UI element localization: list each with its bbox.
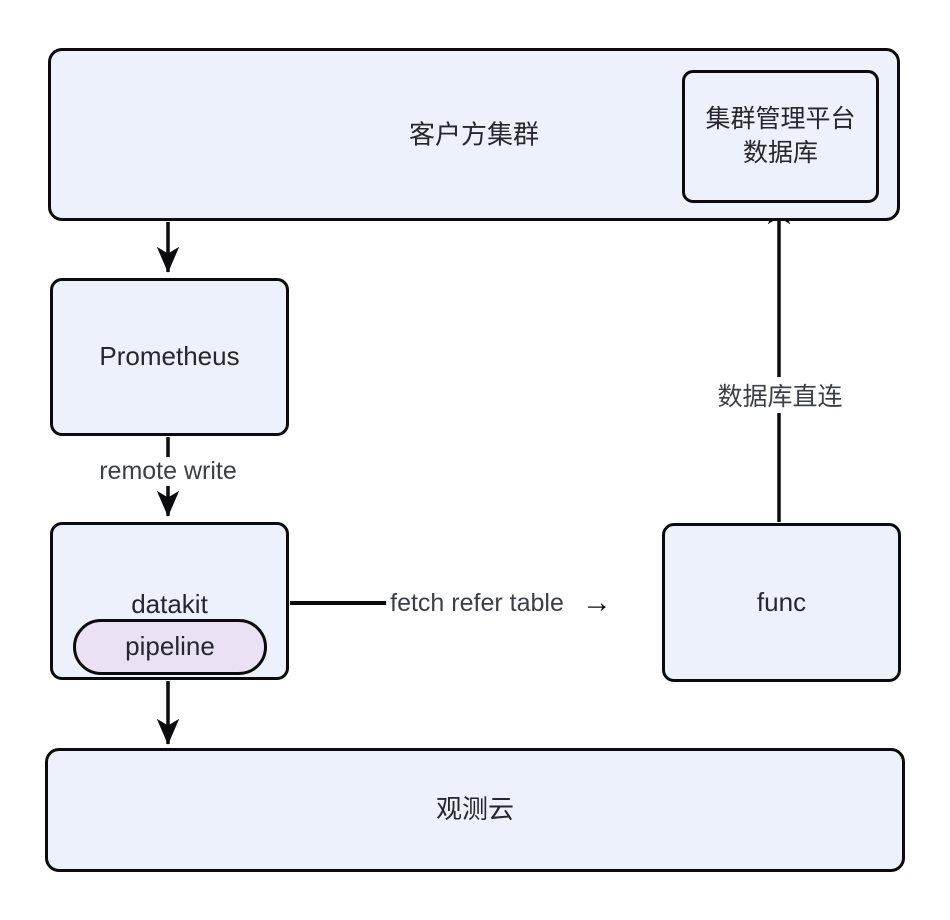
node-guanceyun[interactable]: 观测云 (45, 748, 905, 872)
right-arrow-icon: → (581, 586, 612, 619)
node-prometheus[interactable]: Prometheus (50, 278, 289, 436)
edge-label-fetch-refer-table-text: fetch refer table (390, 588, 564, 617)
node-cluster-db-label: 集群管理平台 数据库 (705, 104, 856, 167)
node-datakit-label: datakit (131, 589, 208, 619)
edge-label-remote-write: remote write (95, 457, 241, 486)
node-guanceyun-label: 观测云 (435, 794, 514, 825)
node-cluster-management-platform-database[interactable]: 集群管理平台 数据库 (682, 70, 879, 203)
node-func[interactable]: func (662, 523, 901, 682)
node-customer-cluster-label: 客户方集群 (408, 118, 539, 149)
node-pipeline[interactable]: pipeline (73, 619, 267, 675)
node-prometheus-label: Prometheus (99, 341, 240, 372)
node-func-label: func (756, 586, 807, 617)
edge-label-fetch-refer-table: fetch refer table → (386, 588, 616, 618)
edge-label-database-direct-connection: 数据库直连 (713, 377, 847, 413)
node-pipeline-label: pipeline (125, 631, 215, 662)
